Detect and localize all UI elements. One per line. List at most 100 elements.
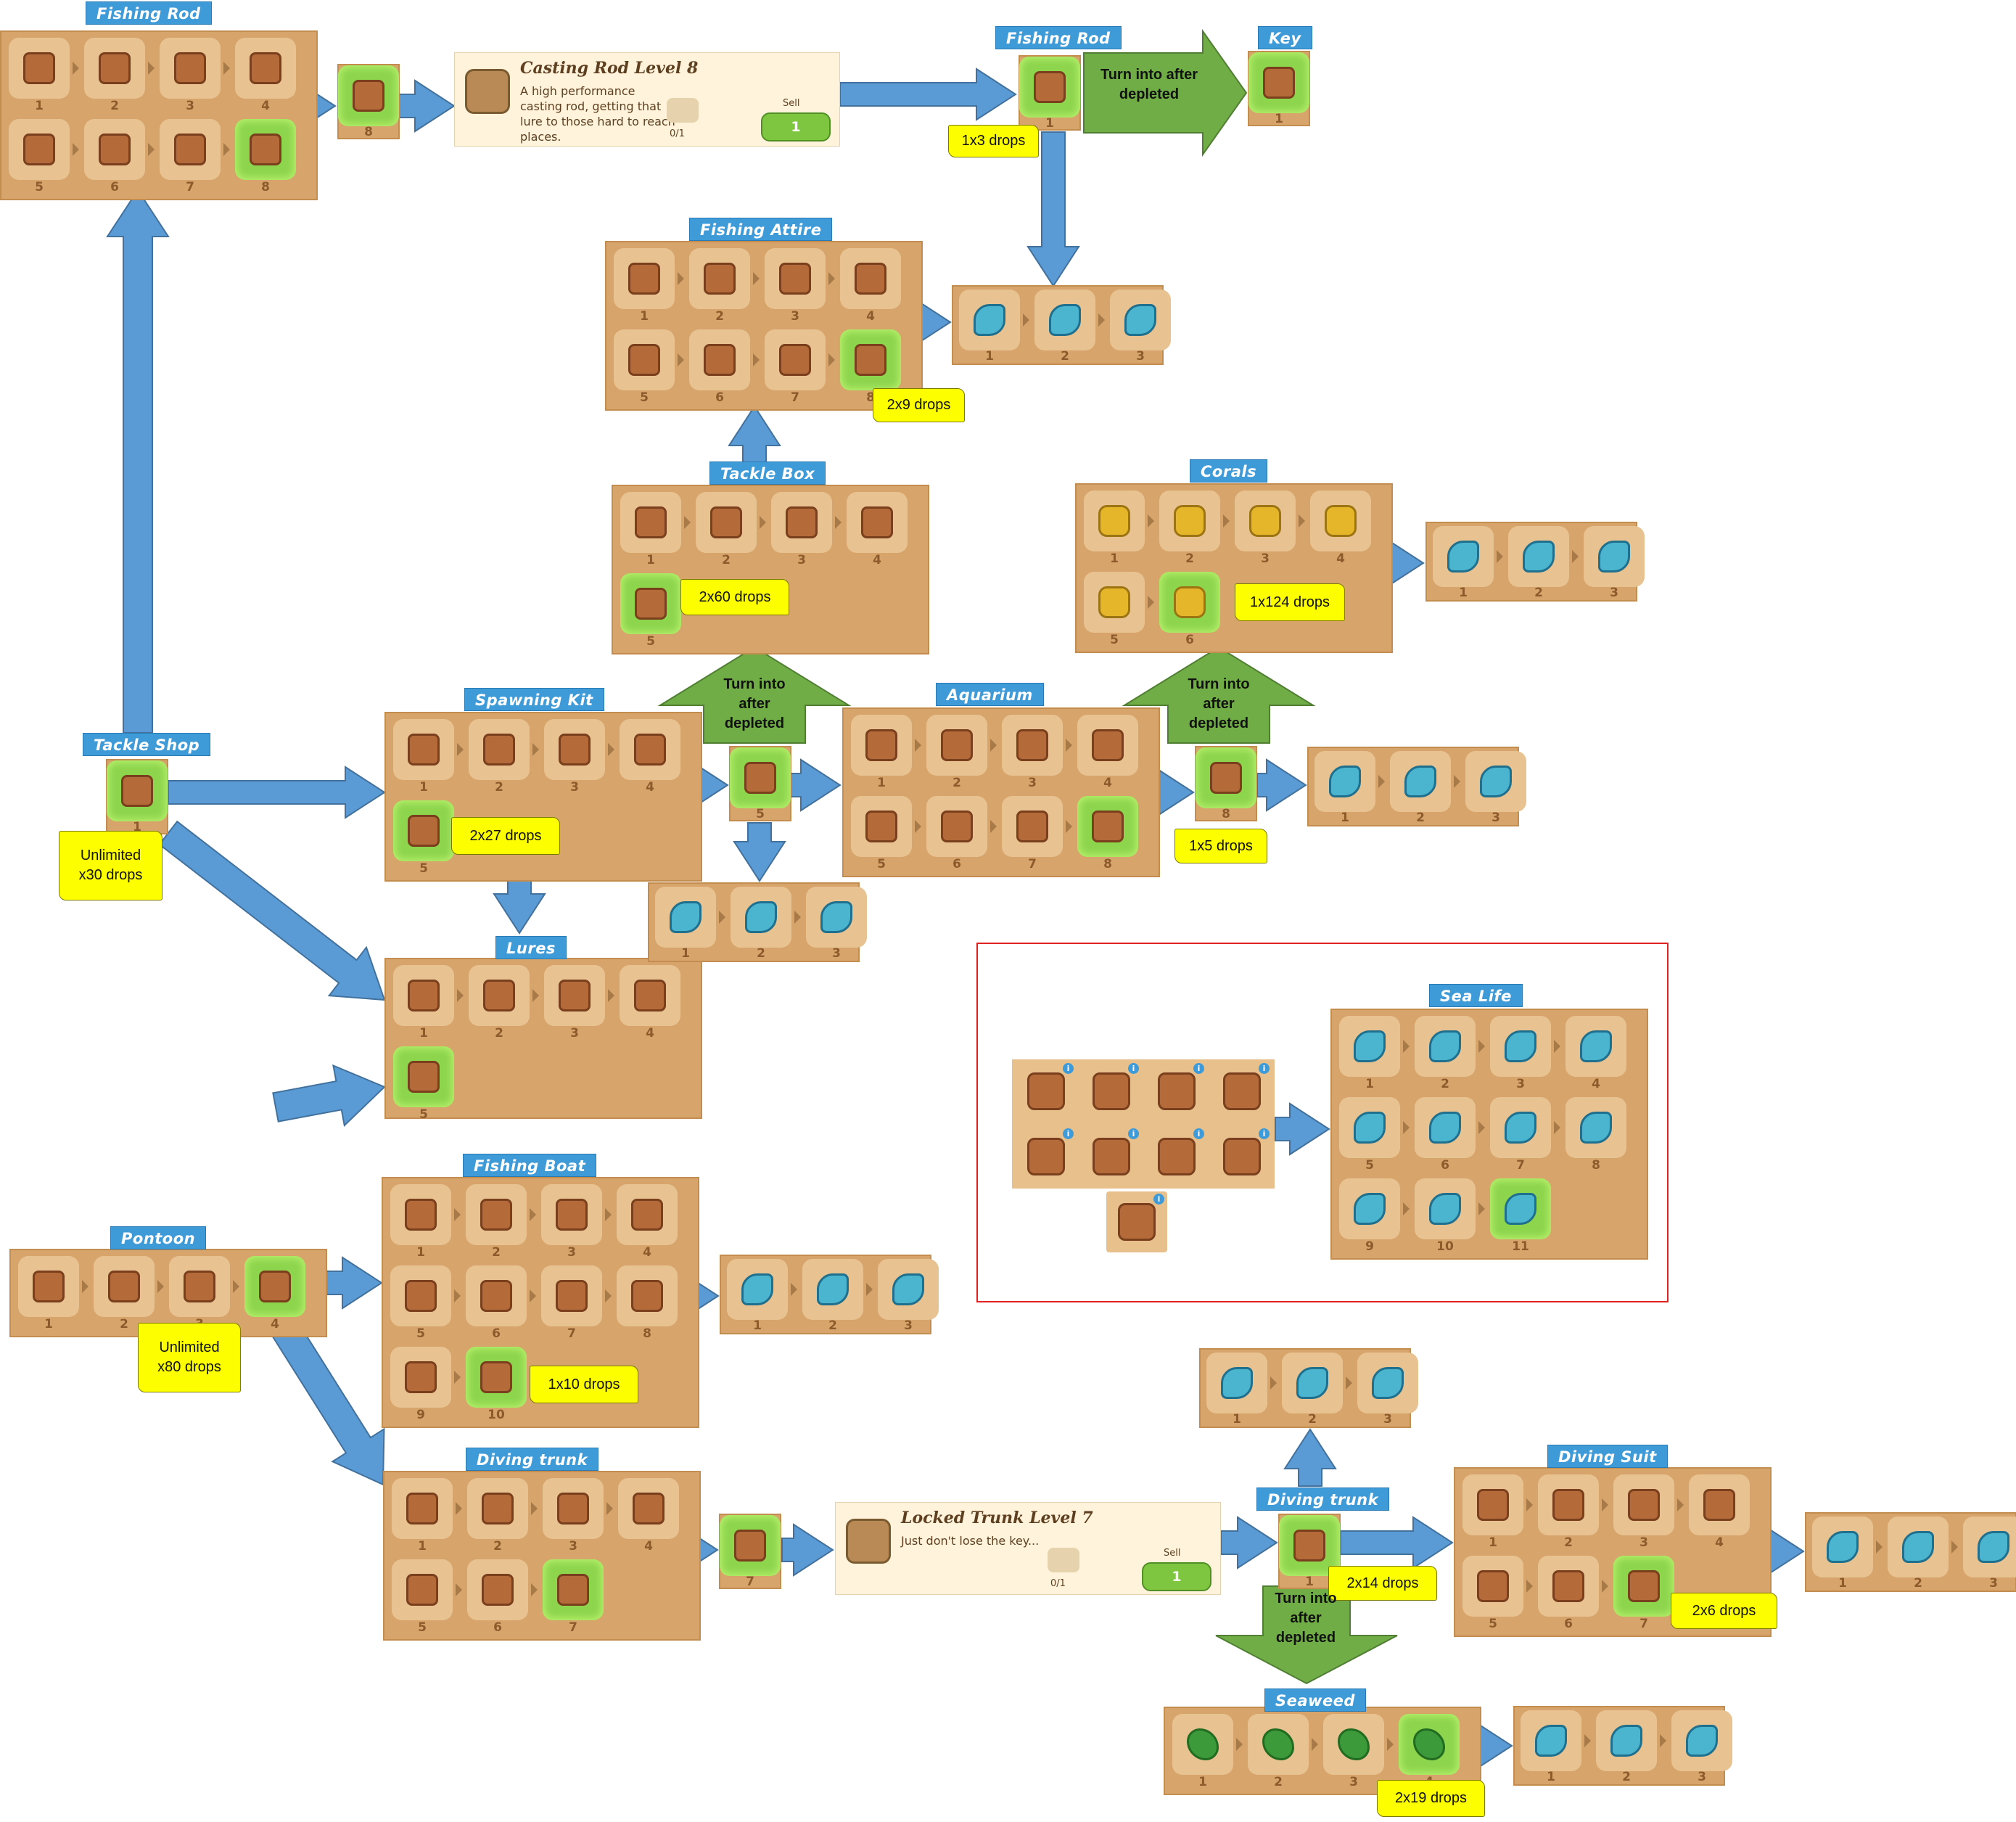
- item-slot[interactable]: [1415, 1016, 1476, 1077]
- source-slot[interactable]: i: [1211, 1126, 1272, 1187]
- item-slot[interactable]: [1084, 572, 1145, 633]
- item-slot[interactable]: [235, 38, 296, 99]
- item-slot[interactable]: [1339, 1097, 1400, 1158]
- item-slot[interactable]: [696, 492, 757, 553]
- item-slot[interactable]: [620, 965, 680, 1026]
- item-slot[interactable]: [393, 965, 454, 1026]
- item-slot[interactable]: [469, 719, 530, 780]
- source-slot[interactable]: i: [1106, 1191, 1167, 1252]
- item-slot[interactable]: [618, 1478, 679, 1539]
- source-slot[interactable]: i: [1081, 1126, 1142, 1187]
- item-slot[interactable]: [620, 719, 680, 780]
- item-slot[interactable]: [1339, 1178, 1400, 1239]
- item-slot[interactable]: [614, 248, 675, 309]
- item-slot[interactable]: [84, 119, 145, 180]
- item-slot[interactable]: [926, 715, 987, 776]
- source-slot[interactable]: i: [1016, 1061, 1077, 1122]
- item-slot[interactable]: [1566, 1097, 1626, 1158]
- item-slot[interactable]: [617, 1265, 678, 1326]
- item-slot[interactable]: [466, 1265, 527, 1326]
- item-slot[interactable]: [9, 38, 70, 99]
- item-slot[interactable]: [9, 119, 70, 180]
- fish-slot[interactable]: [1671, 1710, 1732, 1771]
- fish-slot[interactable]: [1963, 1517, 2016, 1577]
- item-slot[interactable]: [1077, 715, 1138, 776]
- item-slot[interactable]: [689, 248, 750, 309]
- source-slot[interactable]: i: [1016, 1126, 1077, 1187]
- item-slot[interactable]: [1235, 491, 1296, 551]
- item-slot[interactable]: [467, 1478, 528, 1539]
- item-slot[interactable]: [1613, 1474, 1674, 1535]
- item-slot[interactable]: [1538, 1556, 1599, 1617]
- item-slot[interactable]: [543, 1478, 604, 1539]
- fish-slot[interactable]: [806, 887, 867, 948]
- item-slot[interactable]: [1002, 796, 1063, 857]
- item-slot[interactable]: [1566, 1016, 1626, 1077]
- item-slot[interactable]: [541, 1265, 602, 1326]
- sell-button[interactable]: 1: [1142, 1562, 1211, 1591]
- fish-slot[interactable]: [1596, 1710, 1657, 1771]
- item-slot[interactable]: [390, 1265, 451, 1326]
- fish-slot[interactable]: [1110, 290, 1171, 350]
- item-slot[interactable]: [847, 492, 908, 553]
- item-slot[interactable]: [107, 760, 168, 821]
- item-slot[interactable]: [235, 119, 296, 180]
- item-slot[interactable]: [390, 1347, 451, 1408]
- fish-slot[interactable]: [1888, 1517, 1949, 1577]
- item-slot[interactable]: [620, 573, 681, 634]
- item-slot[interactable]: [1415, 1097, 1476, 1158]
- item-slot[interactable]: [840, 329, 901, 390]
- fish-slot[interactable]: [802, 1259, 863, 1320]
- item-slot[interactable]: [1490, 1097, 1551, 1158]
- item-slot[interactable]: [1613, 1556, 1674, 1617]
- item-slot[interactable]: [851, 796, 912, 857]
- item-slot[interactable]: [393, 1046, 454, 1107]
- item-slot[interactable]: [84, 38, 145, 99]
- item-slot[interactable]: [730, 747, 791, 808]
- item-slot[interactable]: [1689, 1474, 1750, 1535]
- item-slot[interactable]: [1002, 715, 1063, 776]
- item-slot[interactable]: [1159, 572, 1220, 633]
- item-slot[interactable]: [1462, 1474, 1523, 1535]
- sell-button[interactable]: 1: [761, 112, 831, 141]
- item-slot[interactable]: [467, 1559, 528, 1620]
- item-slot[interactable]: [1339, 1016, 1400, 1077]
- fish-slot[interactable]: [1521, 1710, 1581, 1771]
- item-slot[interactable]: [466, 1347, 527, 1408]
- item-slot[interactable]: [614, 329, 675, 390]
- source-slot[interactable]: i: [1146, 1061, 1207, 1122]
- item-slot[interactable]: [1077, 796, 1138, 857]
- fish-slot[interactable]: [1584, 526, 1645, 587]
- fish-slot[interactable]: [1390, 751, 1451, 812]
- fish-slot[interactable]: [1465, 751, 1526, 812]
- fish-slot[interactable]: [727, 1259, 788, 1320]
- item-slot[interactable]: [160, 38, 221, 99]
- item-slot[interactable]: [689, 329, 750, 390]
- item-slot[interactable]: [469, 965, 530, 1026]
- item-slot[interactable]: [1415, 1178, 1476, 1239]
- item-slot[interactable]: [1323, 1714, 1384, 1775]
- item-slot[interactable]: [392, 1559, 453, 1620]
- item-slot[interactable]: [1159, 491, 1220, 551]
- item-slot[interactable]: [926, 796, 987, 857]
- fish-slot[interactable]: [655, 887, 716, 948]
- fish-slot[interactable]: [731, 887, 791, 948]
- fish-slot[interactable]: [1314, 751, 1375, 812]
- item-slot[interactable]: [18, 1256, 79, 1317]
- item-slot[interactable]: [1310, 491, 1371, 551]
- item-slot[interactable]: [544, 719, 605, 780]
- fish-slot[interactable]: [959, 290, 1020, 350]
- source-slot[interactable]: i: [1211, 1061, 1272, 1122]
- item-slot[interactable]: [1019, 57, 1080, 118]
- item-slot[interactable]: [771, 492, 832, 553]
- item-slot[interactable]: [544, 965, 605, 1026]
- fish-slot[interactable]: [878, 1259, 939, 1320]
- item-slot[interactable]: [338, 65, 399, 126]
- item-slot[interactable]: [160, 119, 221, 180]
- item-slot[interactable]: [169, 1256, 230, 1317]
- item-slot[interactable]: [390, 1184, 451, 1245]
- source-slot[interactable]: i: [1146, 1126, 1207, 1187]
- item-slot[interactable]: [466, 1184, 527, 1245]
- item-slot[interactable]: [393, 800, 454, 861]
- item-slot[interactable]: [1490, 1178, 1551, 1239]
